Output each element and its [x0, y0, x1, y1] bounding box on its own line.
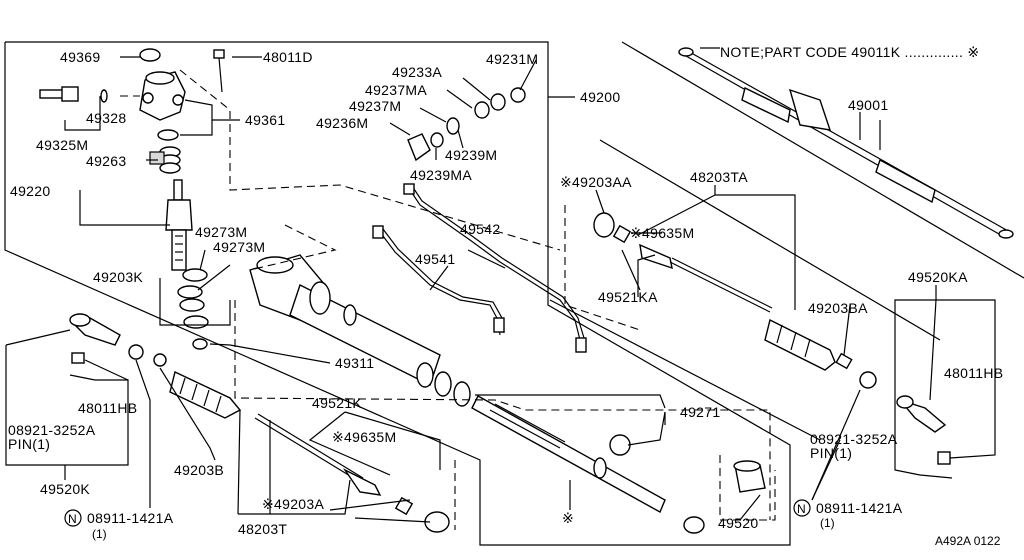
tube-49542	[403, 183, 587, 353]
label-note: NOTE;PART CODE 49011K .............. ※	[720, 44, 979, 60]
label-08921-right: 08921-3252A	[810, 431, 898, 447]
label-48011HB-right: 48011HB	[944, 365, 1003, 381]
label-48203T: 48203T	[238, 521, 287, 537]
label-qty-right: (1)	[820, 516, 835, 530]
seal-49271-lower	[683, 516, 705, 534]
label-49311: 49311	[335, 355, 374, 371]
label-08911-right: 08911-1421A	[816, 500, 903, 516]
boot-49203B	[169, 371, 242, 419]
tube-49541	[372, 225, 505, 336]
right-mid-diagonal	[599, 139, 941, 341]
label-49239M: 49239M	[445, 147, 497, 163]
label-pin-left: PIN(1)	[8, 436, 50, 452]
label-49236M: 49236M	[316, 115, 368, 131]
label-08911-left: 08911-1421A	[87, 510, 174, 526]
n-mark-right	[793, 499, 811, 517]
label-49271: 49271	[680, 404, 720, 420]
right-mid-diagonal-2	[549, 299, 821, 441]
lock-plate-49635M-right	[612, 224, 632, 244]
label-49233A: 49233A	[392, 64, 442, 80]
seal-49263-top	[157, 129, 179, 141]
label-49325M: 49325M	[36, 137, 88, 153]
label-n-left: N	[68, 512, 77, 526]
right-top-diagonal	[621, 41, 1024, 279]
label-08921-left: 08921-3252A	[8, 422, 96, 438]
tie-rod-end-49520KA	[896, 395, 953, 479]
n-mark-left	[64, 509, 82, 527]
label-49001: 49001	[848, 97, 888, 113]
seals-49271	[416, 362, 631, 456]
label-49541: 49541	[415, 251, 455, 267]
label-49273M-b: 49273M	[213, 239, 265, 255]
label-diagram-code: A492A 0122	[935, 534, 1001, 548]
pinion-housing	[139, 48, 186, 121]
label-49273M-a: 49273M	[195, 224, 247, 240]
valve-parts	[407, 87, 526, 162]
label-49520: 49520	[718, 515, 758, 531]
label-49220: 49220	[10, 183, 50, 199]
label-49203A: ※49203A	[262, 496, 324, 512]
phantom-line-4	[564, 205, 641, 331]
label-48011HB-left: 48011HB	[78, 400, 137, 416]
label-49521K: 49521K	[312, 395, 362, 411]
phantom-line-3	[234, 300, 771, 520]
oring-49328	[100, 89, 108, 103]
label-49520K: 49520K	[40, 481, 90, 497]
label-49231M: 49231M	[486, 51, 538, 67]
label-49635M-left: ※49635M	[332, 429, 396, 445]
main-frame	[4, 41, 791, 546]
label-49328: 49328	[86, 110, 126, 126]
clip-49203BA	[835, 352, 853, 370]
label-49237M: 49237M	[349, 98, 401, 114]
label-star-mark: ※	[562, 510, 574, 526]
label-qty-left: (1)	[92, 527, 107, 541]
label-49263: 49263	[86, 153, 126, 169]
label-48203TA: 48203TA	[690, 169, 748, 185]
tie-rod-48203T	[254, 413, 382, 496]
label-49369: 49369	[60, 49, 100, 65]
plug-49311	[192, 338, 208, 350]
nut-49203B	[128, 344, 144, 360]
rack-shaft	[471, 395, 666, 513]
spring-49263	[149, 146, 181, 174]
phantom-line-1	[179, 69, 561, 251]
clip-49203AA	[593, 212, 615, 238]
tie-rod-48203TA	[639, 243, 773, 313]
phantom-line-7	[719, 455, 776, 521]
bolt-48011D	[213, 49, 225, 93]
tie-rod-end-49520K	[69, 313, 121, 381]
mount-49520	[733, 460, 766, 493]
label-49361: 49361	[245, 112, 285, 128]
nut-49203B-2	[153, 353, 167, 367]
gear-housing-49311	[249, 254, 441, 386]
seals-49273M	[177, 268, 209, 329]
label-49237MA: 49237MA	[365, 82, 427, 98]
label-49203AA: ※49203AA	[560, 174, 632, 190]
label-n-right: N	[797, 502, 806, 516]
label-49203BA: 49203BA	[808, 300, 868, 316]
label-pin-right: PIN(1)	[810, 445, 852, 461]
label-49542: 49542	[460, 221, 500, 237]
leader-lines	[5, 47, 996, 523]
nut-49203BA	[859, 371, 877, 389]
phantom-line-2	[249, 224, 337, 271]
boot-49203BA	[764, 318, 836, 371]
label-49635M-right: ※49635M	[630, 225, 694, 241]
label-49520KA: 49520KA	[908, 269, 968, 285]
label-48011D: 48011D	[263, 49, 313, 65]
pinion-shaft-49220	[165, 179, 193, 271]
bolt-49325M	[39, 86, 79, 102]
label-49521KA: 49521KA	[598, 289, 658, 305]
label-49203K: 49203K	[93, 269, 143, 285]
label-49203B: 49203B	[174, 462, 224, 478]
steering-gear-assembly-49001	[678, 47, 1014, 239]
label-49200: 49200	[580, 89, 620, 105]
part-labels: 49369 48011D 49328 49361 49325M 49263 49…	[8, 44, 1003, 548]
label-49239MA: 49239MA	[410, 167, 472, 183]
